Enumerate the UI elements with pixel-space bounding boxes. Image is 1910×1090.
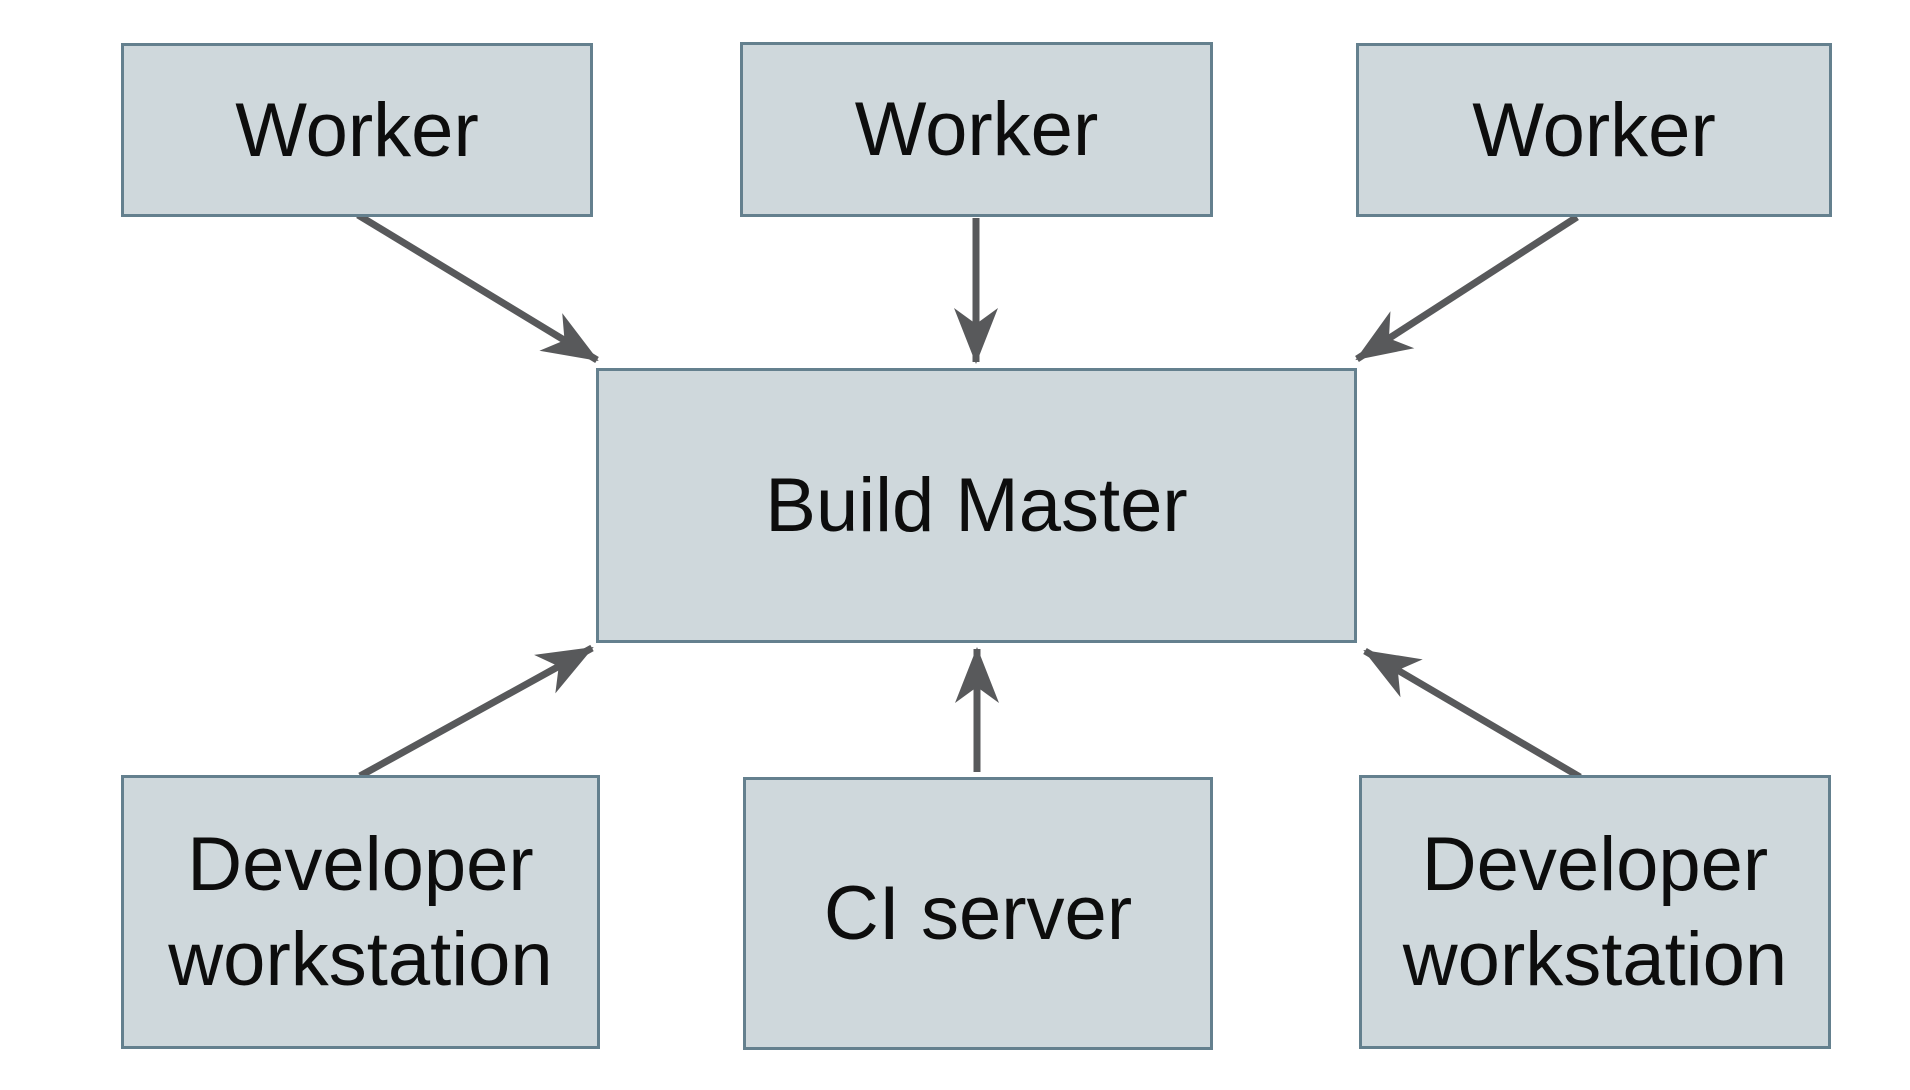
node-worker-1-label: Worker — [235, 87, 479, 173]
node-worker-2: Worker — [740, 42, 1213, 217]
node-worker-1: Worker — [121, 43, 593, 217]
node-worker-2-label: Worker — [854, 87, 1099, 172]
arrow-worker-3-to-build-master — [1355, 214, 1579, 362]
node-dev-workstation-right-label: Developer workstation — [1402, 822, 1788, 1002]
node-dev-workstation-left-label: Developer workstation — [168, 822, 553, 1002]
node-build-master-label: Build Master — [765, 463, 1188, 548]
arrow-worker-1-to-build-master — [356, 212, 599, 363]
node-worker-3: Worker — [1356, 43, 1832, 217]
arrow-dev-workstation-right-to-build-master — [1363, 647, 1582, 781]
node-dev-workstation-right: Developer workstation — [1359, 775, 1831, 1049]
arrow-dev-workstation-left-to-build-master — [358, 644, 594, 780]
node-build-master: Build Master — [596, 368, 1357, 643]
node-ci-server-label: CI server — [823, 871, 1133, 956]
node-worker-3-label: Worker — [1472, 87, 1716, 173]
node-ci-server: CI server — [743, 777, 1213, 1050]
node-dev-workstation-left: Developer workstation — [121, 775, 600, 1049]
